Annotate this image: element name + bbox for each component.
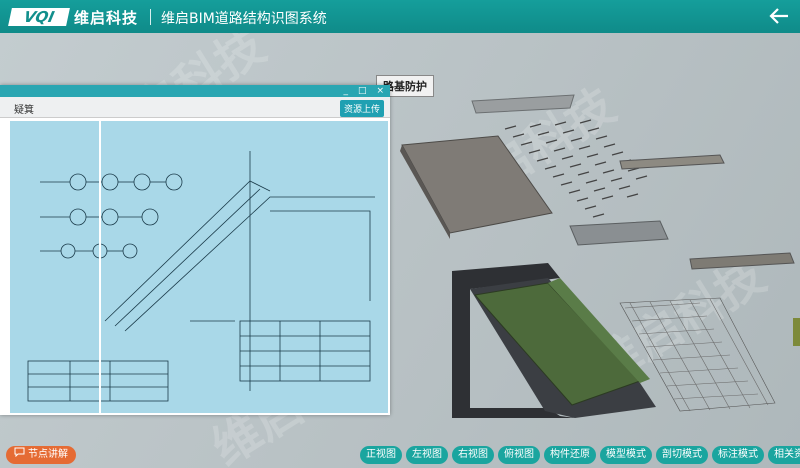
left-view-button[interactable]: 左视图 xyxy=(406,446,448,464)
upload-resource-button[interactable]: 资源上传 xyxy=(339,100,384,117)
slab-edge xyxy=(400,145,450,239)
window-titlebar[interactable]: _ □ × xyxy=(0,85,390,97)
top-view-button[interactable]: 俯视图 xyxy=(498,446,540,464)
back-arrow-icon[interactable] xyxy=(768,5,790,27)
model-graphics xyxy=(400,94,800,418)
embankment-base xyxy=(452,263,575,418)
logo: VQI 维启科技 xyxy=(8,7,139,27)
annotation-mode-button[interactable]: 标注模式 xyxy=(712,446,764,464)
gutter-component xyxy=(689,252,795,270)
right-view-button[interactable]: 右视图 xyxy=(452,446,494,464)
view-toolbar: 正视图 左视图 右视图 俯视图 构件还原 模型模式 剖切模式 标注模式 相关资料 xyxy=(360,446,800,464)
panel-component xyxy=(569,220,669,246)
engineering-drawing[interactable] xyxy=(10,121,388,413)
section-mode-button[interactable]: 剖切模式 xyxy=(656,446,708,464)
model-mode-button[interactable]: 模型模式 xyxy=(600,446,652,464)
node-explain-button[interactable]: 节点讲解 xyxy=(6,446,76,464)
logo-text: 维启科技 xyxy=(74,8,139,27)
drawing-graphics xyxy=(27,121,375,413)
app-title: 维启BIM道路结构识图系统 xyxy=(161,11,327,27)
restore-components-button[interactable]: 构件还原 xyxy=(544,446,596,464)
related-docs-button[interactable]: 相关资料 xyxy=(768,446,800,464)
grass-edge xyxy=(548,278,650,383)
title-divider xyxy=(150,9,151,25)
document-header: 疑箕 资源上传 xyxy=(0,97,390,118)
logo-mark: VQI xyxy=(8,8,70,26)
edge-handle xyxy=(793,318,800,346)
document-name: 疑箕 xyxy=(14,105,34,116)
mesh-outline xyxy=(619,297,776,412)
document-window[interactable]: _ □ × 疑箕 资源上传 xyxy=(0,85,390,415)
top-bar: VQI 维启科技 维启BIM道路结构识图系统 xyxy=(0,0,800,33)
scene-label: 路基防护 xyxy=(376,75,434,97)
concrete-slab-component xyxy=(401,135,553,234)
minimize-button[interactable]: _ xyxy=(343,86,348,96)
front-view-button[interactable]: 正视图 xyxy=(360,446,402,464)
mesh-component xyxy=(624,298,769,412)
node-explain-label: 节点讲解 xyxy=(28,449,68,460)
chat-bubble-icon xyxy=(14,446,25,464)
close-button[interactable]: × xyxy=(376,86,384,96)
slab-component xyxy=(471,94,575,114)
gutter-component xyxy=(619,154,725,170)
maximize-button[interactable]: □ xyxy=(357,86,367,96)
